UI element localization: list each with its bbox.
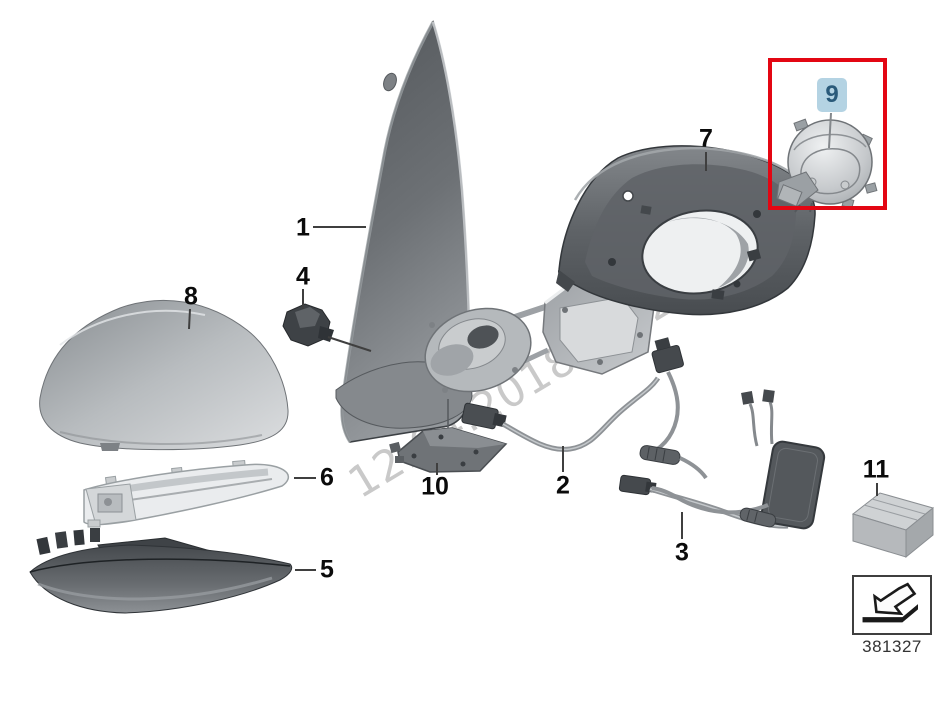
part-6-turn-signal-lamp: [83, 459, 290, 528]
part-4-clip-sensor: [282, 303, 334, 347]
callout-label-7[interactable]: 7: [699, 124, 713, 153]
mirror-foot-assembly: [335, 262, 656, 429]
callout-label-8[interactable]: 8: [184, 282, 198, 311]
part-10-cover-plate: [389, 427, 508, 473]
part-8-mirror-cap: [39, 299, 289, 451]
footnote-thumbnail[interactable]: [852, 575, 932, 635]
part-7-mirror-housing: [556, 145, 816, 316]
callout-label-5[interactable]: 5: [320, 555, 334, 584]
callout-label-4[interactable]: 4: [296, 262, 310, 291]
page-arrow-icon: [862, 582, 918, 623]
callout-label-2[interactable]: 2: [556, 471, 570, 500]
callout-label-9[interactable]: 9: [817, 78, 847, 112]
callout-label-11[interactable]: 11: [862, 455, 890, 484]
part-11-parts-kit-box: [851, 492, 935, 559]
part-3-wiring-harness: [618, 389, 826, 530]
part-9-highlight-box: [768, 58, 887, 210]
callout-label-1[interactable]: 1: [296, 213, 310, 242]
callout-label-3[interactable]: 3: [675, 538, 689, 567]
part-9-mirror-actuator: [776, 118, 878, 213]
part-2-wiring-harness: [461, 337, 708, 480]
callout-label-10[interactable]: 10: [421, 472, 449, 501]
diagram-number: 381327: [862, 637, 922, 656]
callout-label-6[interactable]: 6: [320, 463, 334, 492]
leader-lines: [188, 112, 878, 571]
part-5-lower-housing-trim: [29, 528, 293, 614]
